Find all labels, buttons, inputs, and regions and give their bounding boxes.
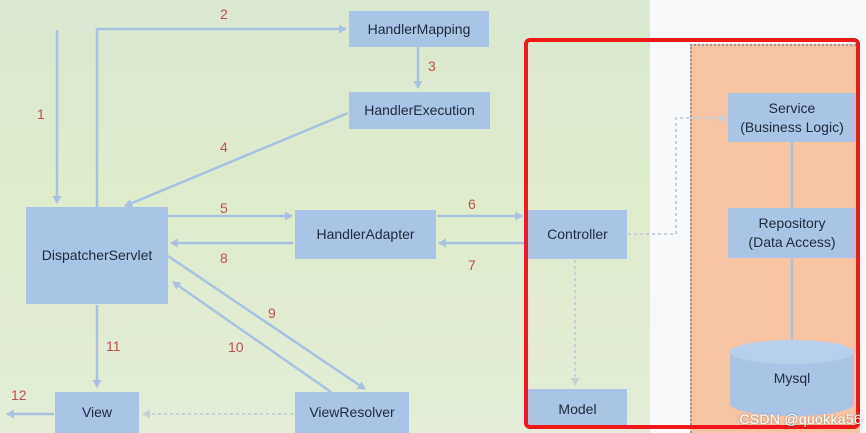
step-4-label: 4 — [220, 139, 228, 155]
service-box: Service (Business Logic) — [728, 93, 856, 142]
handler-adapter-label: HandlerAdapter — [316, 226, 415, 243]
step-1-label: 1 — [37, 106, 45, 122]
step-8-label: 8 — [220, 250, 228, 266]
handler-execution-box: HandlerExecution — [349, 92, 490, 129]
dispatcher-servlet-label: DispatcherServlet — [41, 247, 153, 264]
model-box: Model — [528, 389, 627, 429]
view-resolver-box: ViewResolver — [295, 392, 409, 433]
step-3-label: 3 — [428, 58, 436, 74]
arrow-10 — [172, 280, 332, 394]
mysql-label: Mysql — [773, 369, 811, 386]
database-icon — [730, 340, 854, 416]
repository-box: Repository (Data Access) — [728, 208, 856, 258]
handler-mapping-box: HandlerMapping — [349, 11, 489, 47]
controller-box: Controller — [528, 210, 627, 259]
arrow-9 — [167, 254, 366, 391]
view-label: View — [81, 404, 113, 421]
step-11-label: 11 — [106, 338, 121, 354]
service-sublabel: (Business Logic) — [740, 118, 844, 135]
step-12-label: 12 — [11, 387, 27, 403]
mysql-label-wrap: Mysql — [728, 360, 856, 396]
arrow-2 — [95, 24, 347, 207]
dispatcher-servlet-box: DispatcherServlet — [26, 207, 168, 304]
service-label: Service — [768, 99, 816, 116]
step-9-label: 9 — [268, 305, 276, 321]
repository-sublabel: (Data Access) — [748, 234, 836, 250]
step-5-label: 5 — [220, 200, 228, 216]
controller-label: Controller — [547, 226, 608, 243]
handler-adapter-box: HandlerAdapter — [295, 210, 436, 259]
handler-execution-label: HandlerExecution — [364, 102, 475, 119]
handler-mapping-label: HandlerMapping — [367, 20, 471, 37]
arrow-controller-service — [628, 113, 727, 235]
watermark: CSDN @quokka56 — [739, 411, 862, 427]
step-10-label: 10 — [228, 339, 244, 355]
view-box: View — [55, 392, 139, 433]
highlight-frame — [524, 38, 860, 429]
model-label: Model — [558, 400, 597, 417]
mysql-database: Mysql — [728, 338, 856, 418]
step-7-label: 7 — [468, 257, 476, 273]
repository-label: Repository — [758, 215, 826, 232]
step-2-label: 2 — [220, 6, 228, 22]
view-resolver-label: ViewResolver — [309, 404, 395, 421]
step-6-label: 6 — [468, 196, 476, 212]
arrow-4 — [124, 111, 349, 208]
